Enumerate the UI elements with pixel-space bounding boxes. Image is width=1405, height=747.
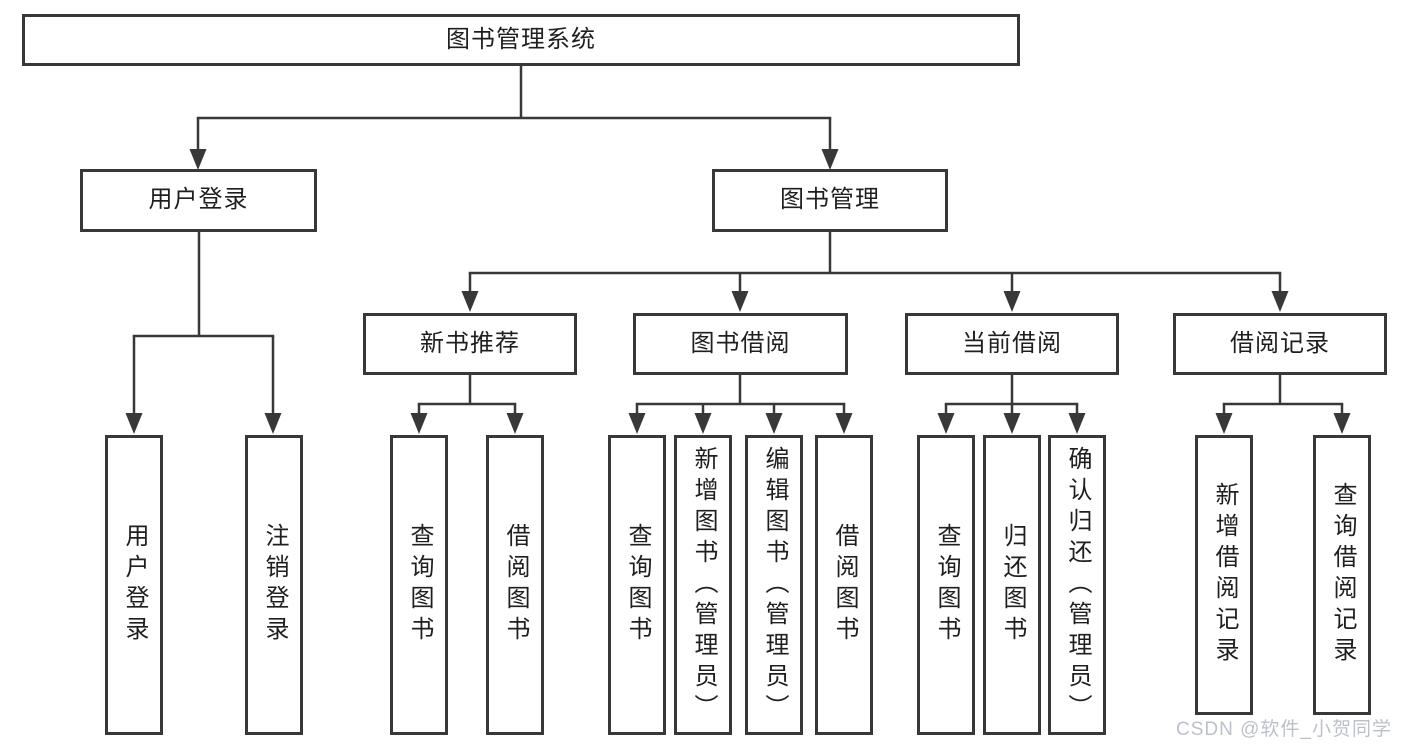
leaf-label: 新增图书（管理员）	[690, 445, 717, 725]
leaf-query-borrow-record: 查询借阅记录	[1313, 435, 1371, 715]
leaf-label: 查询图书	[406, 523, 433, 647]
node-label: 借阅记录	[1230, 329, 1330, 357]
leaf-query-books: 查询图书	[608, 435, 666, 735]
node-borrowing-records: 借阅记录	[1173, 313, 1387, 375]
node-label: 图书管理	[780, 186, 880, 214]
node-label: 新书推荐	[420, 329, 520, 357]
node-library-management-system: 图书管理系统	[22, 14, 1020, 66]
leaf-query-books: 查询图书	[917, 435, 975, 735]
leaf-add-books-admin: 新增图书（管理员）	[674, 435, 732, 735]
leaf-borrow-books: 借阅图书	[815, 435, 873, 735]
leaf-query-books: 查询图书	[390, 435, 448, 735]
leaf-return-books: 归还图书	[983, 435, 1041, 735]
csdn-watermark: CSDN @软件_小贺同学	[1176, 719, 1392, 740]
node-label: 当前借阅	[962, 329, 1062, 357]
leaf-user-login: 用户登录	[105, 435, 163, 735]
leaf-label: 注销登录	[261, 523, 288, 647]
leaf-label: 借阅图书	[831, 523, 858, 647]
leaf-label: 查询图书	[933, 523, 960, 647]
leaf-label: 确认归还（管理员）	[1064, 445, 1091, 725]
node-current-borrowing: 当前借阅	[905, 313, 1119, 375]
leaf-label: 用户登录	[121, 523, 148, 647]
node-label: 图书管理系统	[446, 25, 596, 53]
node-book-management: 图书管理	[712, 169, 948, 232]
node-new-book-recommendation: 新书推荐	[363, 313, 577, 375]
leaf-borrow-books: 借阅图书	[486, 435, 544, 735]
leaf-confirm-return-admin: 确认归还（管理员）	[1048, 435, 1106, 735]
leaf-label: 查询借阅记录	[1329, 482, 1356, 668]
leaf-label: 借阅图书	[502, 523, 529, 647]
leaf-label: 新增借阅记录	[1211, 482, 1238, 668]
leaf-label: 编辑图书（管理员）	[761, 445, 788, 725]
node-book-borrowing: 图书借阅	[633, 313, 848, 375]
leaf-label: 归还图书	[999, 523, 1026, 647]
leaf-label: 查询图书	[624, 523, 651, 647]
leaf-add-borrow-record: 新增借阅记录	[1195, 435, 1253, 715]
leaf-logout: 注销登录	[245, 435, 303, 735]
node-label: 用户登录	[148, 186, 249, 214]
node-label: 图书借阅	[690, 329, 791, 357]
leaf-edit-books-admin: 编辑图书（管理员）	[745, 435, 803, 735]
node-user-login: 用户登录	[80, 169, 317, 232]
